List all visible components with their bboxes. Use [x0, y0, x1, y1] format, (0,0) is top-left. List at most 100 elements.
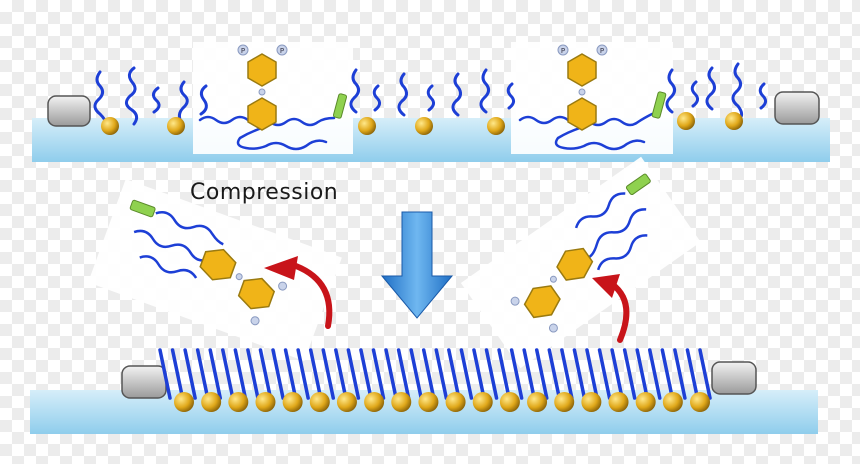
alkyl-chain [283, 348, 298, 400]
alkyl-chain [359, 348, 373, 400]
substituent-label: P [561, 47, 565, 55]
alkyl-chain [610, 348, 624, 400]
barrier-icon [47, 95, 91, 127]
alkyl-chain [321, 348, 336, 400]
head-group [364, 392, 385, 412]
rotated-molecule-left [88, 178, 342, 362]
head-group [309, 392, 330, 412]
alkyl-chain [509, 348, 524, 400]
top-aromatic-molecule-left: P P [237, 44, 348, 131]
top-panel-right [511, 42, 673, 154]
alkyl-chain [421, 348, 436, 400]
phosphonate-group-icon [237, 44, 249, 56]
head-group [554, 392, 575, 412]
alkyl-chain [334, 348, 348, 400]
barrier-icon [121, 365, 167, 399]
head-group [581, 392, 602, 412]
alkyl-chain [346, 348, 361, 400]
top-alkyl-chains [93, 62, 768, 126]
alkyl-chain [572, 348, 587, 400]
alkyl-chain [434, 348, 449, 400]
alkyl-chain [648, 348, 662, 400]
phosphonate-group-icon [548, 323, 558, 333]
head-group [391, 392, 412, 412]
alkyl-chain [221, 348, 235, 400]
alkyl-chain [308, 348, 323, 400]
top-aromatic-molecule-right: P P [557, 44, 667, 131]
head-group [608, 392, 629, 412]
alkyl-chain [208, 348, 222, 400]
alkyl-chain [522, 348, 536, 400]
alkyl-chain [585, 348, 599, 400]
alkyl-chain [409, 348, 423, 400]
barrier-icon [774, 91, 820, 125]
alkyl-chain [258, 348, 273, 400]
alkyl-chain [447, 348, 461, 400]
end-group-icon [625, 173, 651, 196]
alkyl-chain [560, 348, 574, 400]
phosphonate-group-icon [250, 316, 260, 326]
head-group [690, 392, 710, 412]
head-group [662, 392, 683, 412]
alkyl-chain [246, 348, 260, 400]
compression-label: Compression [190, 180, 339, 205]
alkyl-chain [547, 348, 562, 400]
substituent-label: P [280, 47, 284, 55]
alkyl-chain [271, 348, 285, 400]
alkyl-chain [660, 348, 675, 400]
alkyl-chain [673, 348, 687, 400]
phosphonate-group-icon [276, 44, 288, 56]
alkyl-chain [195, 348, 210, 400]
end-group-icon [129, 199, 156, 218]
head-group [499, 392, 520, 412]
head-group [472, 392, 493, 412]
alkyl-chain [371, 348, 386, 400]
alkyl-chain [296, 348, 310, 400]
alkyl-chain [685, 348, 700, 400]
head-group [527, 392, 548, 412]
top-flat-chains [198, 112, 654, 151]
phosphonate-group-icon [278, 281, 288, 291]
alkyl-chain [459, 348, 474, 400]
alkyl-chain [170, 348, 185, 400]
rotation-arrow-icon [592, 274, 630, 343]
alkyl-chain [396, 348, 411, 400]
head-group [201, 392, 222, 412]
bottom-alkyl-chains [158, 348, 712, 400]
phosphonate-group-icon [557, 44, 569, 56]
end-group-icon [651, 91, 667, 119]
phosphonate-group-icon [596, 44, 608, 56]
end-group-icon [332, 93, 348, 119]
alkyl-chain [534, 348, 549, 400]
head-group [282, 392, 303, 412]
rotated-molecule-right [460, 156, 701, 369]
alkyl-chain [597, 348, 612, 400]
alkyl-chain [497, 348, 511, 400]
bottom-head-groups [174, 392, 710, 412]
alkyl-chain [158, 348, 172, 400]
alkyl-chain [622, 348, 637, 400]
compression-arrow-icon [380, 211, 454, 319]
alkyl-chain [698, 348, 712, 400]
alkyl-chain [384, 348, 398, 400]
top-panel-left [193, 42, 353, 154]
alkyl-chain [484, 348, 499, 400]
alkyl-chain [183, 348, 197, 400]
phosphonate-group-icon [510, 296, 520, 306]
barrier-icon [711, 361, 757, 395]
alkyl-chain [233, 348, 248, 400]
alkyl-chain [472, 348, 486, 400]
substituent-label: P [241, 47, 245, 55]
head-group [445, 392, 466, 412]
head-group [336, 392, 357, 412]
top-head-groups [101, 112, 743, 135]
substituent-label: P [600, 47, 604, 55]
head-group [418, 392, 439, 412]
head-group [228, 392, 249, 412]
rotation-arrow-icon [264, 256, 333, 329]
alkyl-chain [635, 348, 649, 400]
head-group [174, 392, 194, 412]
head-group [255, 392, 276, 412]
head-group [635, 392, 656, 412]
